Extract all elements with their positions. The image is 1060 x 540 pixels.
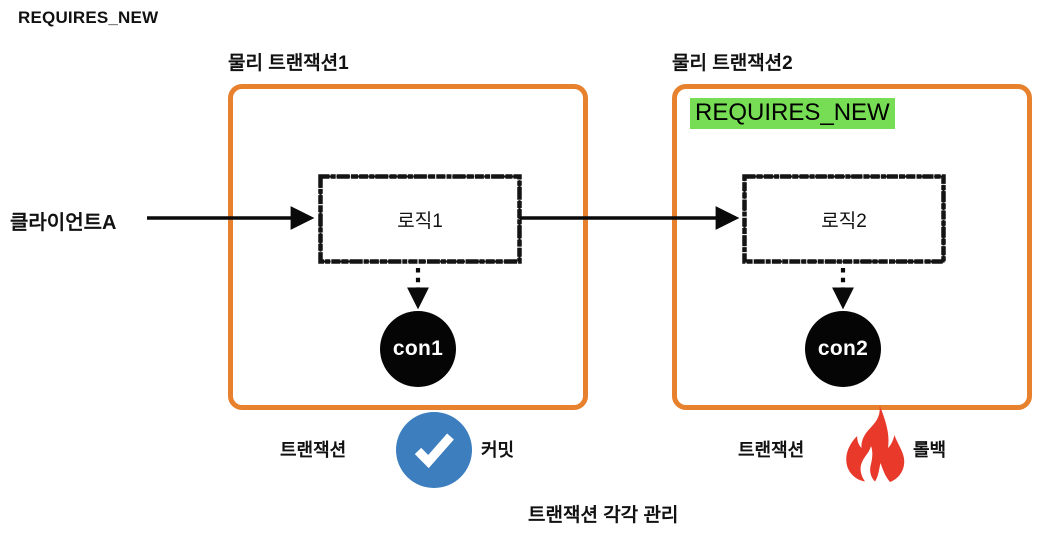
connection-1-circle: con1 [380,311,456,387]
transaction-2-boundary [672,84,1032,410]
page-title: REQUIRES_NEW [18,8,159,27]
transaction-1-footer-suffix: 커밋 [481,440,515,460]
logic-1-box-outline [318,174,522,264]
transaction-2-footer-suffix: 롤백 [913,440,947,460]
logic-1-box: 로직1 [318,174,522,264]
requires-new-badge: REQUIRES_NEW [690,98,895,130]
check-circle-icon [396,412,472,488]
transaction-2-caption: 물리 트랜잭션2 [672,53,793,74]
transaction-2-footer-prefix: 트랜잭션 [738,440,805,460]
connection-2-label: con2 [817,337,869,360]
transaction-1-boundary [228,84,588,410]
check-mark-icon [414,433,454,469]
logic-2-box: 로직2 [742,174,946,264]
transaction-1-footer-prefix: 트랜잭션 [280,440,347,460]
bottom-caption: 트랜잭션 각각 관리 [528,505,679,526]
fire-flame-shape [846,405,905,482]
client-label: 클라이언트A [10,212,117,234]
connection-1-label: con1 [392,337,444,360]
logic-2-label: 로직2 [821,210,867,232]
logic-1-label: 로직1 [397,210,443,232]
logic-2-box-outline [742,174,946,264]
transaction-1-caption: 물리 트랜잭션1 [228,53,349,74]
connection-2-circle: con2 [805,311,881,387]
fire-icon [840,404,910,486]
